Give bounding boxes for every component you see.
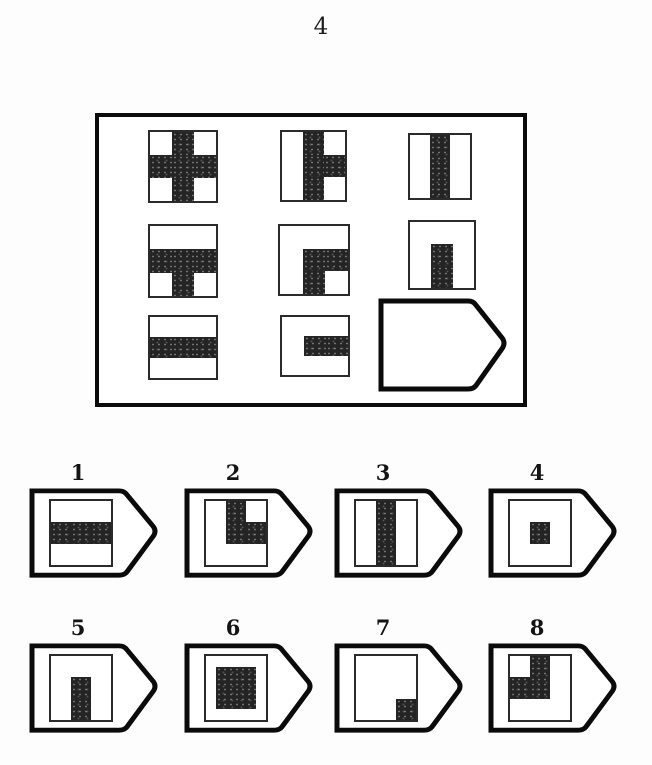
option-2-number: 2 [225, 460, 241, 485]
option-1-number: 1 [70, 460, 86, 485]
option-5-number: 5 [70, 615, 86, 640]
option-3-pattern [354, 499, 418, 567]
page-number: 4 [313, 14, 329, 40]
option-4[interactable]: 4 [487, 461, 618, 579]
option-4-pattern [508, 499, 572, 567]
option-3[interactable]: 3 [333, 461, 464, 579]
option-6-number: 6 [225, 615, 241, 640]
matrix-cell-r1c3 [408, 133, 472, 200]
option-3-number: 3 [375, 460, 391, 485]
option-4-number: 4 [529, 460, 545, 485]
option-2[interactable]: 2 [183, 461, 314, 579]
option-7[interactable]: 7 [333, 616, 464, 734]
puzzle-matrix-box [95, 113, 527, 407]
option-5-pattern [49, 654, 113, 722]
matrix-cell-r1c2 [280, 130, 347, 202]
matrix-cell-r1c1 [148, 130, 218, 203]
option-8-pattern [508, 654, 572, 722]
option-5[interactable]: 5 [28, 616, 159, 734]
matrix-cell-r2c1 [148, 224, 218, 298]
matrix-cell-r3c1 [148, 315, 218, 380]
missing-cell-blank-frame [378, 298, 507, 392]
matrix-cell-r3c2 [280, 315, 350, 377]
option-1-pattern [49, 499, 113, 567]
matrix-cell-r2c3 [408, 220, 476, 290]
option-8[interactable]: 8 [487, 616, 618, 734]
option-1[interactable]: 1 [28, 461, 159, 579]
option-7-number: 7 [375, 615, 391, 640]
matrix-cell-r2c2 [278, 224, 350, 296]
option-7-pattern [354, 654, 418, 722]
option-2-pattern [204, 499, 268, 567]
option-6-pattern [204, 654, 268, 722]
option-6[interactable]: 6 [183, 616, 314, 734]
option-8-number: 8 [529, 615, 545, 640]
